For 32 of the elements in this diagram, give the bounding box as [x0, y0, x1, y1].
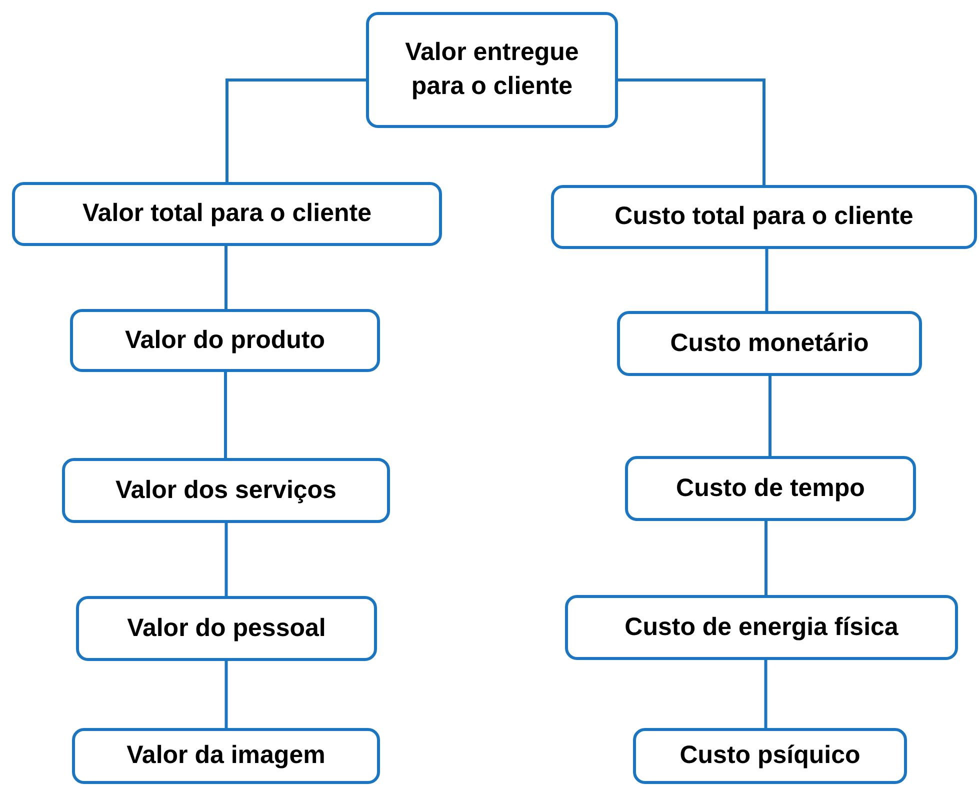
box-label: Valor total para o cliente — [82, 198, 372, 230]
value-box — [633, 728, 907, 784]
value-box — [551, 185, 977, 249]
value-box — [72, 728, 380, 784]
connector-line — [765, 249, 768, 311]
box-label: Custo total para o cliente — [614, 201, 914, 232]
connector-line — [768, 376, 772, 456]
box-label: Custo de tempo — [676, 472, 865, 504]
box-label: Valor do produto — [125, 324, 325, 356]
value-box — [76, 596, 377, 661]
value-box — [565, 595, 958, 660]
value-box — [625, 456, 916, 521]
box-label: Valor entregue para o cliente — [404, 37, 580, 102]
connector-line — [224, 246, 228, 309]
value-box — [366, 12, 618, 128]
box-label: Valor do pessoal — [127, 612, 326, 644]
connector-line — [764, 521, 768, 595]
connector-line — [224, 661, 228, 728]
box-label: Valor da imagem — [126, 740, 326, 772]
value-box — [70, 309, 380, 372]
box-label: Custo de energia física — [624, 612, 898, 643]
value-box — [62, 458, 390, 523]
box-label: Valor dos serviços — [116, 474, 336, 506]
connector-line — [226, 78, 366, 182]
connector-line — [224, 523, 228, 596]
value-box — [12, 182, 442, 246]
connector-line — [764, 660, 768, 728]
box-label: Custo psíquico — [680, 740, 860, 772]
connector-line — [224, 372, 227, 458]
value-box — [617, 311, 922, 376]
box-label: Custo monetário — [670, 328, 869, 359]
connector-line — [618, 78, 766, 185]
